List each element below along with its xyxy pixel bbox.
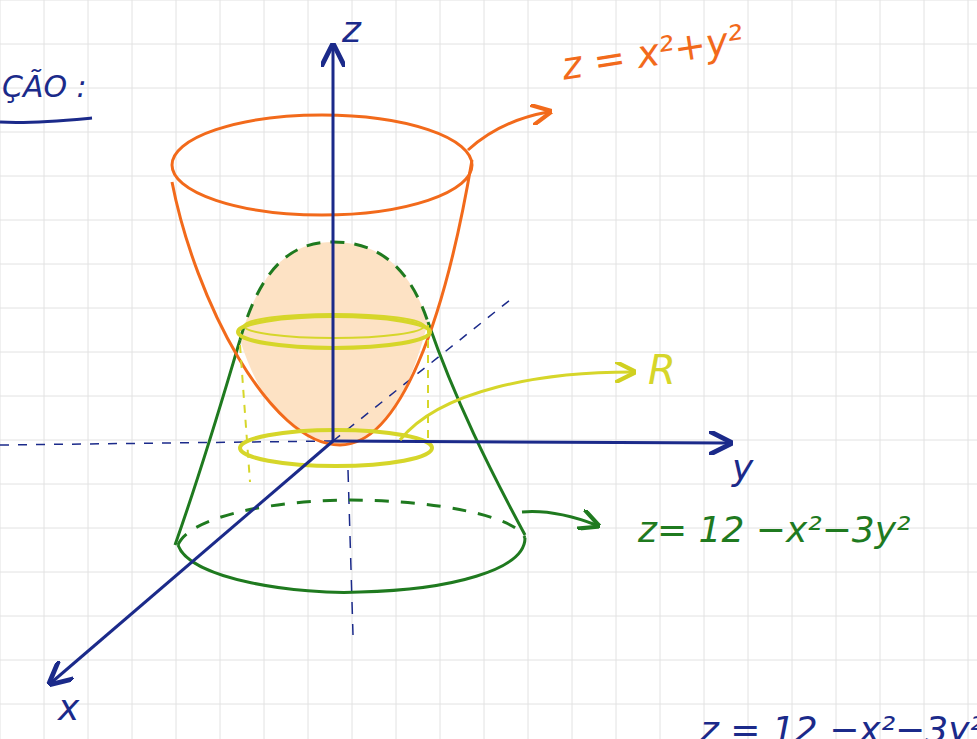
green-base (178, 538, 525, 592)
grid-line (0, 0, 977, 1)
orange-rim (172, 115, 472, 215)
grid-line (88, 0, 89, 739)
grid-line (0, 132, 977, 133)
grid-line (0, 352, 977, 353)
projection-dash (240, 345, 250, 482)
orange-paraboloid (172, 160, 472, 445)
grid-line (0, 220, 977, 221)
grid-line (0, 0, 1, 739)
heading-fragment: ÇÃO : (2, 72, 87, 102)
z-axis (332, 48, 335, 441)
grid-line (968, 0, 969, 739)
grid-line (0, 88, 977, 89)
projection-dash (427, 325, 429, 440)
grid-line (44, 0, 45, 739)
grid-line (0, 484, 977, 485)
orange-leader (468, 112, 548, 150)
grid-line (220, 0, 221, 739)
grid-line (704, 0, 705, 739)
grid-line (0, 704, 977, 705)
grid-line (572, 0, 573, 739)
y-axis (333, 441, 728, 443)
grid-line (924, 0, 925, 739)
grid-line (132, 0, 133, 739)
heading-underline (0, 118, 92, 123)
surface-equation: z = x²+y² (559, 20, 746, 86)
grid-line (484, 0, 485, 739)
region-label: R (648, 350, 676, 390)
green-paraboloid (428, 322, 525, 535)
grid-line (0, 264, 977, 265)
axis-dash (0, 441, 333, 445)
grid-line (616, 0, 617, 739)
grid-line (748, 0, 749, 739)
grid-line (440, 0, 441, 739)
grid-line (792, 0, 793, 739)
x-axis (52, 441, 333, 682)
grid-line (0, 176, 977, 177)
r-leader (400, 372, 632, 440)
green-leader (522, 512, 596, 525)
grid-line (880, 0, 881, 739)
axis-label: x (58, 690, 79, 726)
surface-equation: z= 12 −x²−3y² (638, 512, 910, 548)
grid-line (0, 616, 977, 617)
grid-line (0, 308, 977, 309)
grid-line (528, 0, 529, 739)
grid-line (0, 660, 977, 661)
axis-label: z (342, 12, 361, 48)
grid-line (0, 396, 977, 397)
surface-equation: z = 12 −x²−3y² (700, 712, 977, 739)
green-base-hidden (178, 500, 525, 545)
grid-line (0, 44, 977, 45)
grid-line (836, 0, 837, 739)
grid-line (176, 0, 177, 739)
axis-label: y (732, 450, 753, 486)
axis-dash (348, 470, 353, 635)
